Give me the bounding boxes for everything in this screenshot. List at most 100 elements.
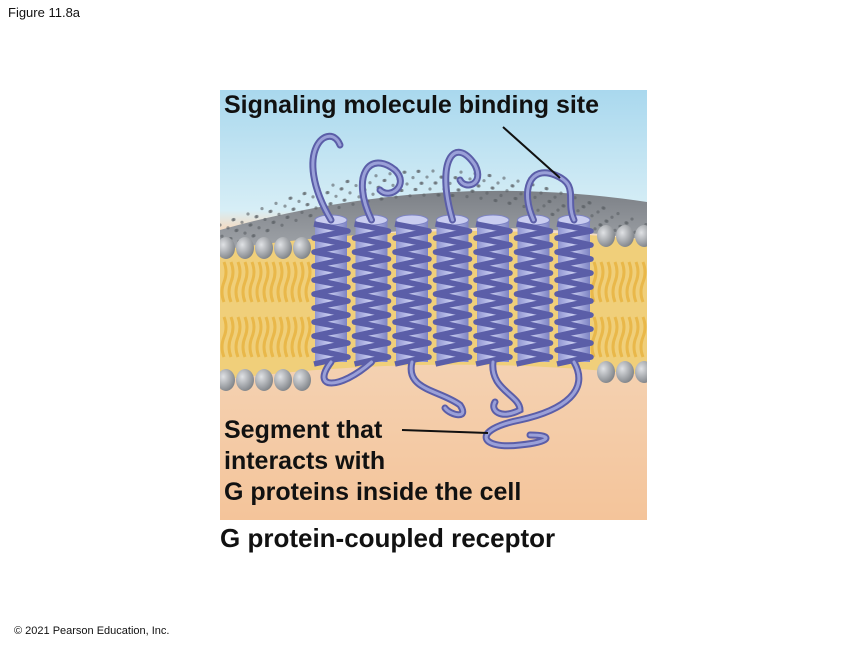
surface-dot [357,195,361,199]
surface-dot [505,189,509,193]
surface-dot [382,178,386,183]
surface-dot [610,215,614,219]
receptor-helices [311,214,594,367]
lipid-tail [604,316,612,358]
surface-dot [573,196,577,200]
helix [311,214,351,367]
receptor-loops [309,132,583,450]
surface-dot [456,188,460,192]
surface-dot [616,211,620,216]
lipid-tail [248,261,256,303]
surface-dot [339,187,343,191]
surface-dot [630,217,634,221]
lipid-tail [227,261,235,303]
lipid-tail [234,261,242,303]
lipid-tail [227,316,235,358]
surface-dot [482,179,486,183]
surface-dot [285,215,289,220]
helix-coil [473,221,513,367]
lipid-tail [290,261,298,303]
surface-dot [342,198,346,202]
surface-dot [354,183,358,188]
lipid-tail [220,316,228,358]
surface-dot [274,201,278,205]
surface-dot [265,229,269,233]
helix [351,214,392,367]
helix-coil [554,221,594,367]
helix [473,214,513,367]
surface-dot [294,218,298,222]
lipid-tail [604,261,612,303]
surface-dot [402,170,406,174]
surface-dot [277,212,281,216]
surface-dot [581,204,585,209]
surface-dot [260,206,264,211]
phospholipid-head [220,237,235,259]
helix-coil [311,221,351,367]
surface-dot [368,181,372,185]
surface-dot [391,183,395,187]
surface-dot [305,203,309,207]
loop-ribbon-highlight [311,134,342,222]
helix [513,214,554,367]
surface-dot [337,205,341,210]
lipid-tail [262,261,270,303]
surface-dot [226,226,230,230]
surface-dot [604,219,608,223]
segment-leader-line [401,429,489,434]
figure-label: Figure 11.8a [8,5,81,20]
lipid-tail [290,316,298,358]
surface-dot [243,231,247,235]
surface-dot [499,193,503,198]
lipid-tail [248,316,256,358]
lipid-tail [597,261,605,303]
surface-dot [248,223,252,227]
phospholipid-head [274,237,292,259]
helix-coil [351,221,392,367]
surface-dot [553,195,557,199]
surface-dot [234,229,238,233]
surface-dot [433,181,437,185]
surface-dot [345,179,349,184]
surface-dot [405,182,409,186]
surface-dot [556,208,560,212]
lipid-tail [262,316,270,358]
lipid-tail [255,316,263,358]
surface-dot [246,212,250,216]
loop-ribbon-highlight [409,360,465,417]
surface-dot [374,174,378,178]
surface-dot [559,191,563,195]
lipid-tail [241,316,249,358]
surface-dot [308,214,312,218]
surface-dot [231,218,235,222]
surface-dot [601,206,605,210]
helix-coil [513,221,554,367]
lipid-tail [611,316,619,358]
surface-dot [371,192,375,196]
loop-ribbon-highlight [491,360,522,416]
phospholipid-head [616,225,634,247]
loop-ribbon-highlight [525,171,576,222]
surface-dot [485,191,489,195]
phospholipid-head [236,369,254,391]
lipid-tail [611,261,619,303]
segment-label: Segment that interacts with G proteins i… [224,415,521,508]
lipid-tail [590,261,598,303]
surface-dot [302,192,306,196]
surface-dot [596,210,600,214]
helix [392,214,432,367]
surface-dot [413,187,417,192]
phospholipid-head [274,369,292,391]
surface-dot [576,209,580,213]
surface-dot [598,223,602,227]
lipid-tail [632,261,640,303]
phospholipid-head [635,225,647,247]
segment-label-line-3: G proteins inside the cell [224,478,522,506]
lipid-tail [625,261,633,303]
surface-dot [297,199,301,203]
surface-dot [291,207,295,211]
segment-label-line-1: Segment that [224,416,383,444]
surface-dot [465,195,469,199]
lipid-tail [234,316,242,358]
